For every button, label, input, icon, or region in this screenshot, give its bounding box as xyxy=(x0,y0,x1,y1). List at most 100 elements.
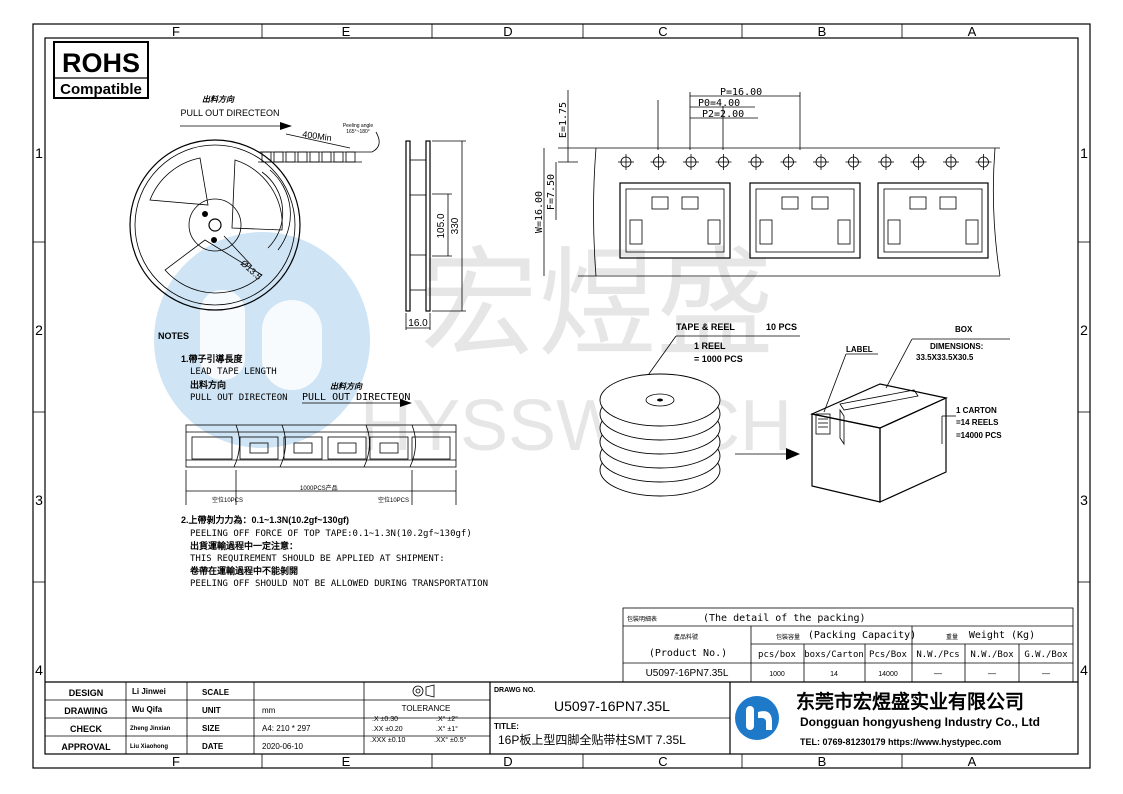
approval-label: APPROVAL xyxy=(61,742,111,752)
dim-p: P=16.00 xyxy=(720,87,762,98)
dim-330: 330 xyxy=(450,217,461,234)
date-label: DATE xyxy=(202,742,224,751)
company-contact: TEL: 0769-81230179 https://www.hystypec.… xyxy=(800,737,1001,747)
reel-direction-cn: 出料方向 xyxy=(202,95,235,104)
sub-nw-pcs: N.W./Pcs xyxy=(916,650,959,660)
inner-frame xyxy=(44,37,1079,755)
peeling-angle-value: 165°~180° xyxy=(346,129,370,135)
grid-row-1-left: 1 xyxy=(35,145,43,161)
packing-illustration: TAPE & REEL 10 PCS 1 REEL = 1000 PCS LAB… xyxy=(599,322,1010,503)
reel-length-400: 400Min xyxy=(302,129,333,143)
notes-title: NOTES xyxy=(158,331,189,341)
grid-col-f-top: F xyxy=(172,24,180,39)
dim-105: 105.0 xyxy=(436,213,447,238)
grid-row-4-left: 4 xyxy=(35,662,43,678)
sub-gw-box: G.W./Box xyxy=(1024,650,1068,660)
dim-p0: P0=4.00 xyxy=(698,98,740,109)
dim-16: 16.0 xyxy=(408,318,428,329)
strip-right-label: 空位10PCS xyxy=(378,496,409,504)
size-value: A4: 210 * 297 xyxy=(262,724,311,733)
outer-frame xyxy=(32,23,1091,769)
design-label: DESIGN xyxy=(69,688,104,698)
approval-name: Liu Xiaohong xyxy=(130,744,168,750)
grid-col-e-bottom: E xyxy=(342,754,351,769)
capacity-col-cn: 包裝容量 xyxy=(776,633,800,641)
size-label: SIZE xyxy=(202,724,220,733)
packing-title-en: (The detail of the packing) xyxy=(703,613,866,624)
grid-row-1-right: 1 xyxy=(1080,145,1088,161)
grid-col-a-top: A xyxy=(968,24,977,39)
check-label: CHECK xyxy=(70,724,103,734)
grid-col-d-top: D xyxy=(503,24,512,39)
tol-6: .XX° ±0.5° xyxy=(434,736,467,744)
grid-row-2-left: 2 xyxy=(35,322,43,338)
product-col-en: (Product No.) xyxy=(649,648,727,659)
note1-dir-en: PULL OUT DIRECTEON xyxy=(190,393,288,403)
grid-row-2-right: 2 xyxy=(1080,322,1088,338)
design-name: Li Jinwei xyxy=(132,687,166,696)
tape-reel-label: TAPE & REEL xyxy=(676,322,735,332)
one-reel-pcs: = 1000 PCS xyxy=(694,354,743,364)
note2-en: PEELING OFF FORCE OF TOP TAPE:0.1~1.3N(1… xyxy=(190,529,472,539)
carton-line1: 1 CARTON xyxy=(956,406,997,415)
grid-labels: F E D C B A F E D C B A 1 2 3 4 1 2 3 4 xyxy=(35,24,1088,769)
notes-section: NOTES 1.帶子引導長度 LEAD TAPE LENGTH 出料方向 PUL… xyxy=(158,331,488,589)
packing-title-cn: 包裝明細表 xyxy=(627,615,657,623)
tol-5: .XXX ±0.10 xyxy=(370,737,405,744)
scale-label: SCALE xyxy=(202,688,230,697)
grid-row-3-left: 3 xyxy=(35,492,43,508)
grid-col-f-bottom: F xyxy=(172,754,180,769)
watermark-chinese: 宏煜盛 xyxy=(420,239,774,371)
dim-w: W=16.00 xyxy=(534,191,545,233)
tol-2: .X° ±2° xyxy=(436,715,458,723)
dim-e: E=1.75 xyxy=(558,102,569,138)
tol-4: .X° ±1° xyxy=(436,725,458,733)
note2-cn2: 出貨運輸過程中一定注意： xyxy=(190,540,298,551)
drawing-no: U5097-16PN7.35L xyxy=(554,698,670,714)
strip-left-label: 空位10PCS xyxy=(212,496,243,504)
check-name: Zheng Jinxian xyxy=(130,726,171,732)
packing-table: 包裝明細表 (The detail of the packing) 產品料號 (… xyxy=(622,607,1074,683)
rohs-text: ROHS xyxy=(62,48,140,78)
tol-3: .XX ±0.20 xyxy=(372,726,403,733)
label-callout: LABEL xyxy=(846,345,873,354)
weight-col-en: Weight (Kg) xyxy=(969,630,1035,641)
projection-symbol-icon xyxy=(412,684,435,698)
sub-pcs-box-2: Pcs/Box xyxy=(869,650,908,660)
drawing-name: Wu Qifa xyxy=(132,705,163,714)
drawing-label: DRAWING xyxy=(64,706,108,716)
box-dimensions-label: DIMENSIONS: xyxy=(930,342,983,351)
row-pcs-box: 1000 xyxy=(769,671,785,678)
carton-line3: =14000 PCS xyxy=(956,431,1002,440)
title-value: 16P板上型四脚全贴带柱SMT 7.35L xyxy=(498,732,686,747)
box-dimensions-value: 33.5X33.5X30.5 xyxy=(916,353,974,362)
drawing-no-label: DRAWG NO. xyxy=(494,687,535,694)
sub-boxs-carton: boxs/Carton xyxy=(804,650,864,660)
dim-p2: P2=2.00 xyxy=(702,109,744,120)
row-product: U5097-16PN7.35L xyxy=(646,668,729,679)
note1-dir-cn: 出料方向 xyxy=(190,379,226,390)
grid-col-a-bottom: A xyxy=(968,754,977,769)
sub-nw-box: N.W./Box xyxy=(970,650,1014,660)
grid-col-b-top: B xyxy=(818,24,827,39)
box-title: BOX xyxy=(955,325,973,334)
unit-value: mm xyxy=(262,706,276,715)
company-name-cn: 东莞市宏煜盛实业有限公司 xyxy=(796,690,1024,713)
reel-side-view: 105.0 330 16.0 xyxy=(405,140,466,330)
one-reel-label: 1 REEL xyxy=(694,341,726,351)
peeling-angle-label: Peeling angle xyxy=(343,123,374,129)
compatible-text: Compatible xyxy=(60,81,142,98)
reel-direction-en: PULL OUT DIRECTEON xyxy=(180,108,279,118)
grid-col-c-bottom: C xyxy=(658,754,667,769)
grid-col-b-bottom: B xyxy=(818,754,827,769)
date-value: 2020-06-10 xyxy=(262,742,303,751)
note2-cn: 2.上帶剝力力為：0.1~1.3N(10.2gf~130gf) xyxy=(181,514,349,525)
company-logo-icon xyxy=(735,696,779,740)
grid-col-e-top: E xyxy=(342,24,351,39)
grid-row-3-right: 3 xyxy=(1080,492,1088,508)
row-gw-box: — xyxy=(1042,669,1050,678)
rohs-badge: ROHS Compatible xyxy=(53,41,149,99)
reel-front-view: 出料方向 PULL OUT DIRECTEON Ø13.5 400Min Pee… xyxy=(129,95,380,311)
